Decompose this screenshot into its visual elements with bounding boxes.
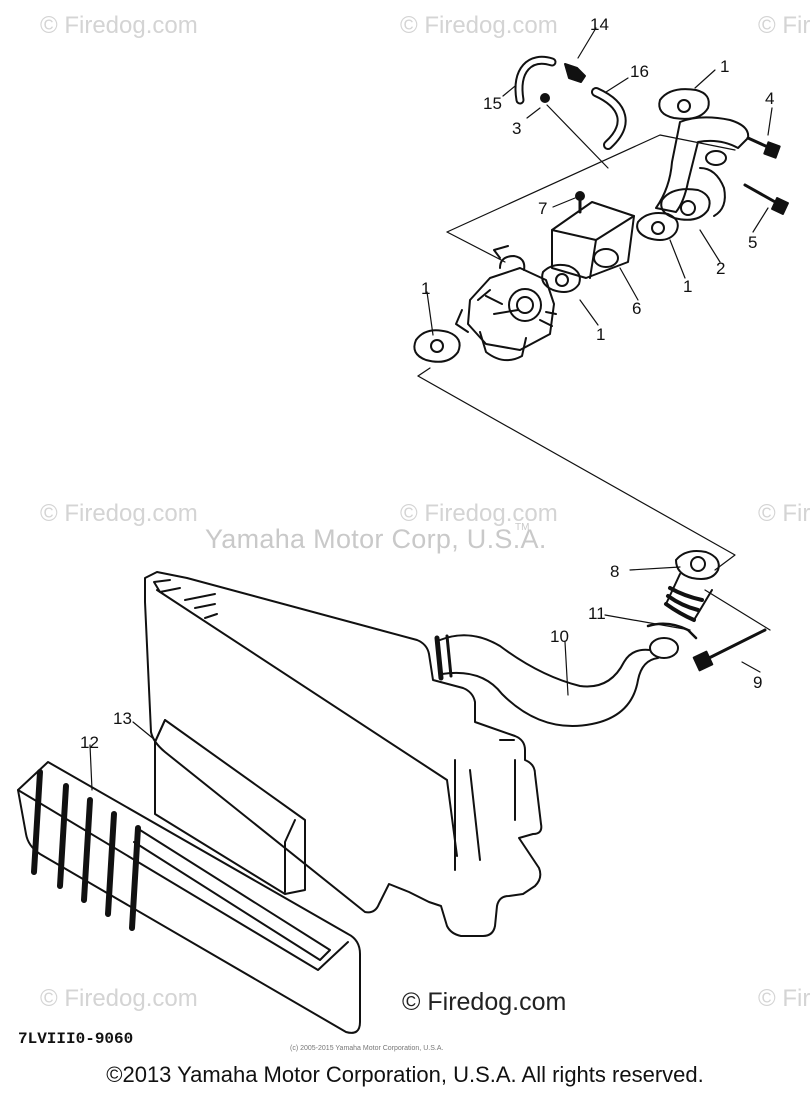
callout-14: 14 — [590, 15, 609, 34]
callout-1: 1 — [596, 325, 606, 344]
watermark-firedog: © Firedog.com — [400, 12, 558, 39]
callout-10: 10 — [550, 627, 569, 646]
callout-1: 1 — [421, 279, 431, 298]
watermark-firedog: © Fir — [758, 500, 810, 527]
callout-13: 13 — [113, 709, 132, 728]
copyright-footer: ©2013 Yamaha Motor Corporation, U.S.A. A… — [106, 1062, 704, 1087]
callout-15: 15 — [483, 94, 502, 113]
guide-lines — [89, 27, 773, 791]
callout-11: 11 — [588, 604, 606, 623]
callout-8: 8 — [610, 562, 620, 581]
callout-4: 4 — [765, 89, 775, 108]
watermark-firedog: © Firedog.com — [40, 500, 198, 527]
callout-2: 2 — [716, 259, 726, 278]
callout-6: 6 — [632, 299, 642, 318]
callout-1: 1 — [683, 277, 693, 296]
watermark-firedog: © Fire — [758, 12, 810, 39]
watermark-firedog: © Firedog.com — [40, 985, 198, 1012]
air-box — [144, 571, 543, 937]
air-box-cover — [17, 761, 361, 1034]
callout-7: 7 — [538, 199, 548, 218]
overlay-title: Yamaha Motor Corp, U.S.A. — [205, 524, 547, 554]
callout-3: 3 — [512, 119, 522, 138]
callout-1: 1 — [720, 57, 730, 76]
callout-12: 12 — [80, 733, 99, 752]
watermark-firedog-bottom: © Firedog.com — [402, 988, 567, 1016]
diagram-part-code: 7LVIII0-9060 — [18, 1030, 134, 1048]
watermark-firedog: © Firedog.com — [40, 12, 198, 39]
watermark-firedog: © Fir — [758, 985, 810, 1012]
callout-16: 16 — [630, 62, 649, 81]
carburetor — [455, 245, 557, 362]
callout-9: 9 — [753, 673, 763, 692]
intake-hose — [434, 634, 679, 727]
small-copyright: (c) 2005-2015 Yamaha Motor Corporation, … — [290, 1045, 444, 1052]
trademark-mark: TM — [515, 522, 530, 533]
watermark-firedog: © Firedog.com — [400, 500, 558, 527]
callout-5: 5 — [748, 233, 758, 252]
